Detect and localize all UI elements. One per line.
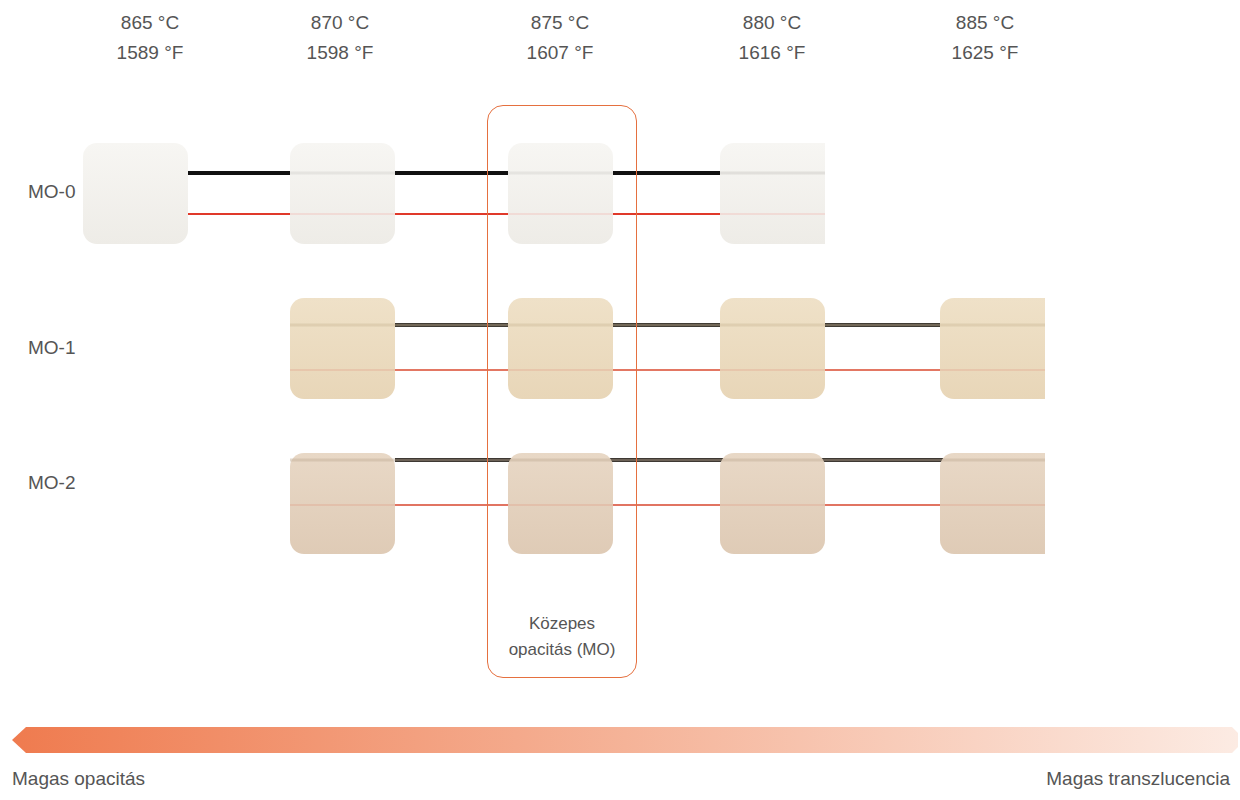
temperature-label: 870 °C <box>311 12 369 34</box>
scale-label: Magas opacitás <box>12 768 145 790</box>
opacity-scale-arrow <box>12 727 1238 753</box>
temperature-label: 1607 °F <box>527 42 594 64</box>
row-label: MO-2 <box>28 472 76 494</box>
temperature-label: 1625 °F <box>952 42 1019 64</box>
temperature-label: 875 °C <box>531 12 589 34</box>
temperature-label: 1616 °F <box>739 42 806 64</box>
temperature-label: 885 °C <box>956 12 1014 34</box>
sample-traces <box>290 173 1045 505</box>
ceramic-samples <box>83 143 1060 554</box>
temperature-label: 865 °C <box>121 12 179 34</box>
temperature-label: 880 °C <box>743 12 801 34</box>
row-label: MO-0 <box>28 181 76 203</box>
highlight-frame: Közepes opacitás (MO) <box>487 105 637 678</box>
scale-label: Magas transzlucencia <box>1046 768 1230 790</box>
frame-caption: Közepes opacitás (MO) <box>500 611 624 663</box>
row-label: MO-1 <box>28 337 76 359</box>
temperature-label: 1598 °F <box>307 42 374 64</box>
temperature-label: 1589 °F <box>117 42 184 64</box>
